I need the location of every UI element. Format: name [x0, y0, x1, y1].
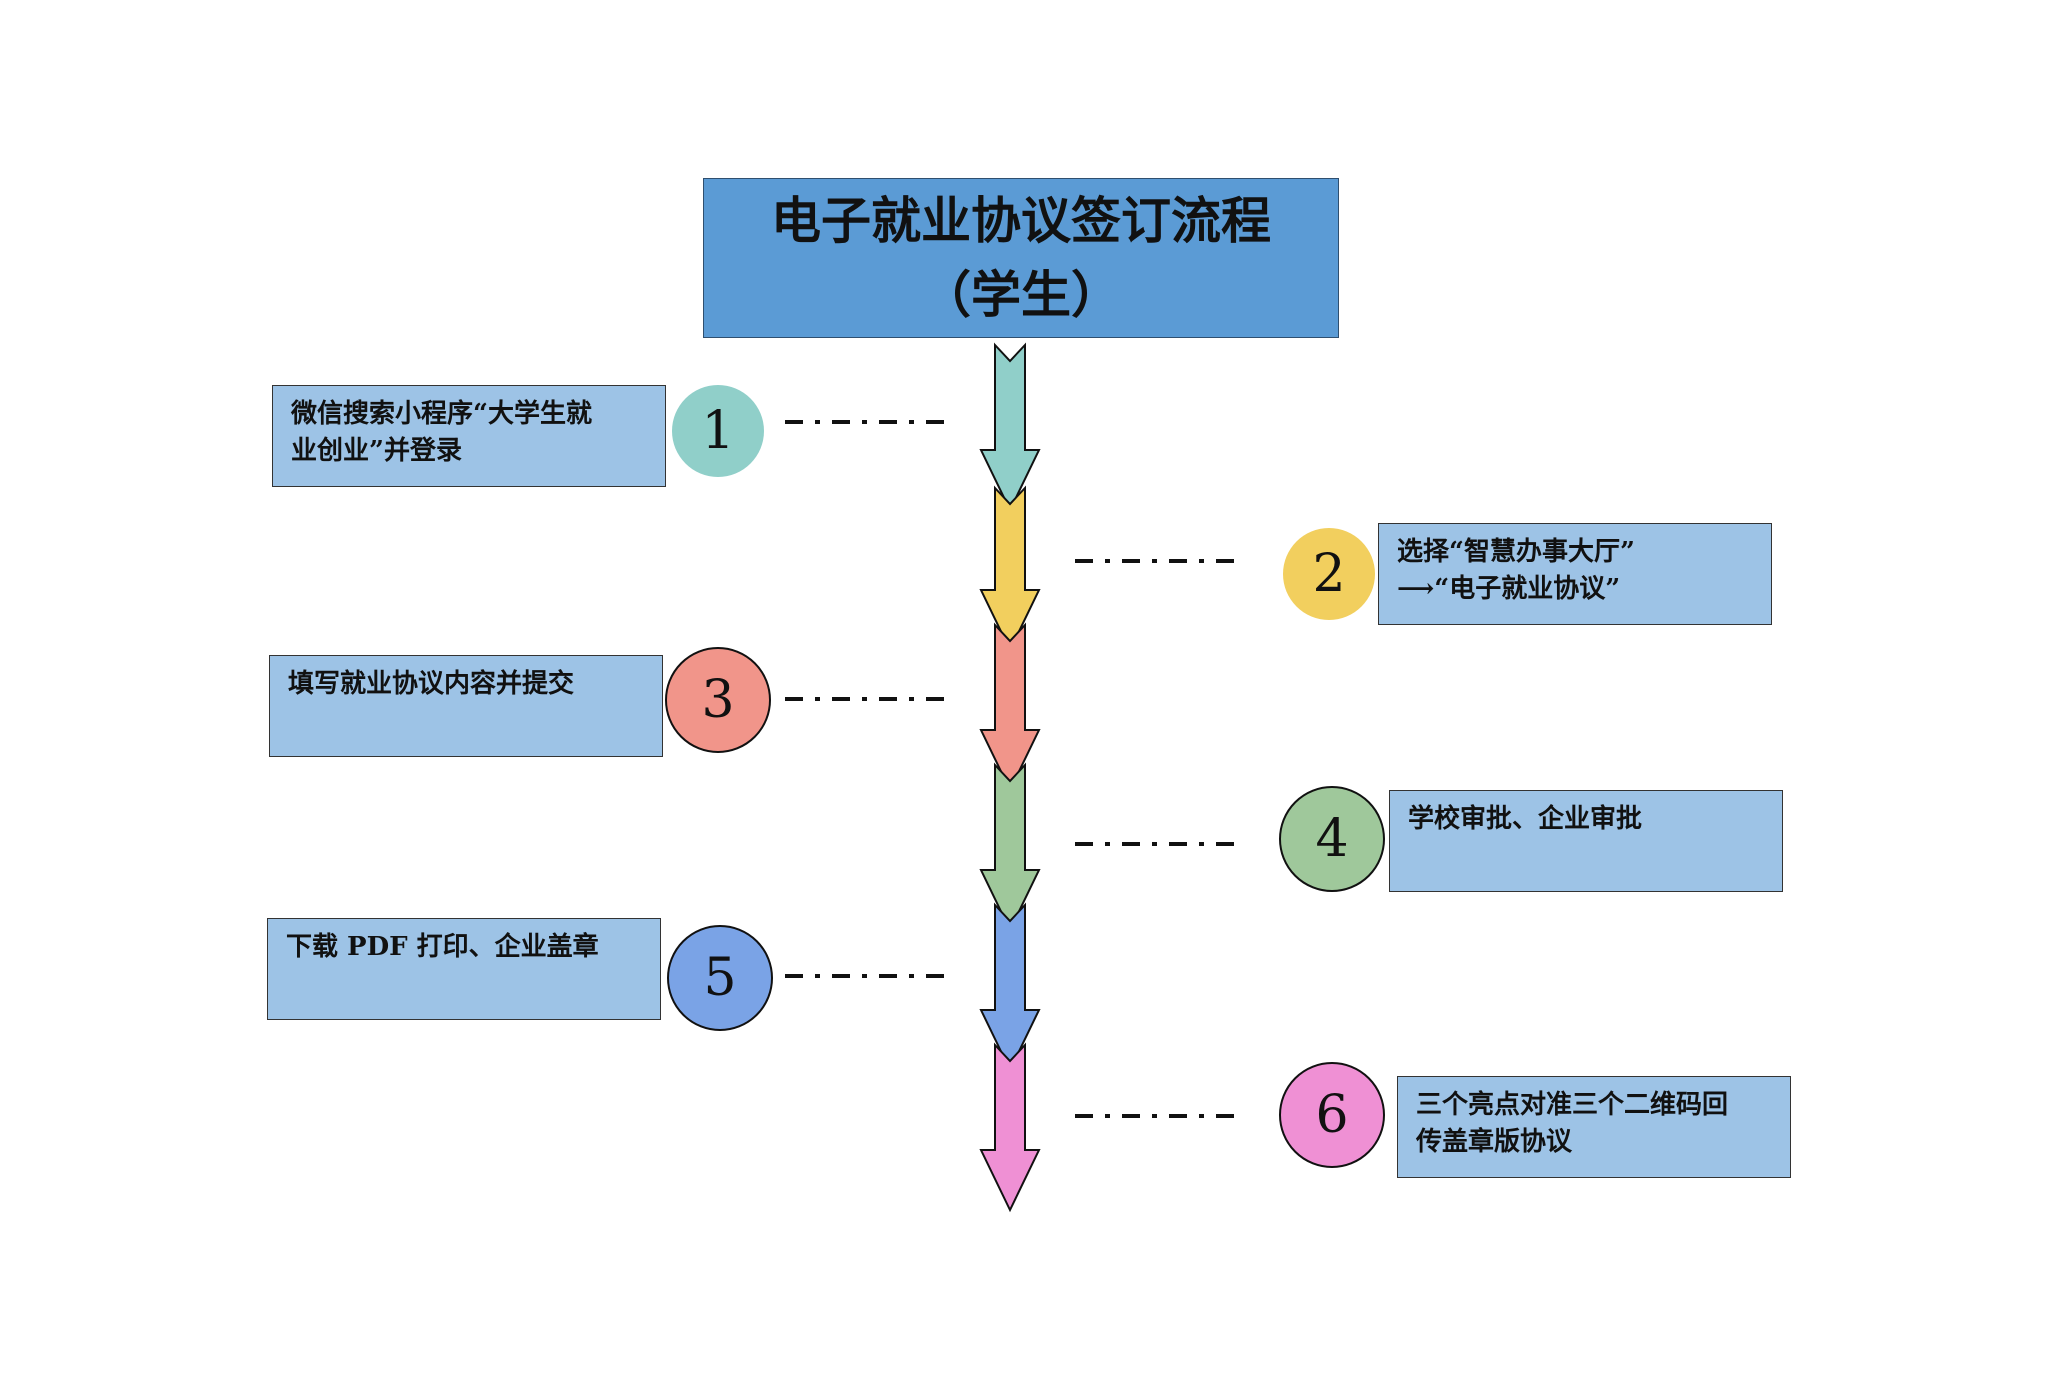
step-2-circle: 2: [1283, 528, 1375, 620]
step-3-arrow: [979, 622, 1041, 793]
step-5-box: 下载 PDF 打印、企业盖章: [267, 918, 661, 1020]
step-2-box: 选择“智慧办事大厅” ⟶“电子就业协议”: [1378, 523, 1772, 625]
step-1-arrow: [979, 342, 1041, 513]
step-5-circle: 5: [667, 925, 773, 1031]
step-5-text-line-1: 下载 PDF 打印、企业盖章: [286, 932, 599, 962]
step-1-text-line-1: 微信搜索小程序“大学生就: [291, 399, 592, 429]
step-1-text-line-2: 业创业”并登录: [291, 436, 462, 466]
step-2-arrow: [979, 485, 1041, 653]
step-3-box: 填写就业协议内容并提交: [269, 655, 663, 757]
step-5-arrow: [979, 902, 1041, 1073]
step-6-box: 三个亮点对准三个二维码回 传盖章版协议: [1397, 1076, 1791, 1178]
step-2-text-line-1: 选择“智慧办事大厅”: [1397, 537, 1635, 567]
step-1-box: 微信搜索小程序“大学生就 业创业”并登录: [272, 385, 666, 487]
step-4-arrow: [979, 762, 1041, 933]
step-3-circle: 3: [665, 647, 771, 753]
title-line-2: （学生）: [921, 265, 1121, 324]
step-2-text-line-2: ⟶“电子就业协议”: [1397, 574, 1621, 604]
step-6-text-line-2: 传盖章版协议: [1416, 1127, 1573, 1157]
title-box: 电子就业协议签订流程 （学生）: [703, 178, 1339, 338]
step-3-text-line-1: 填写就业协议内容并提交: [288, 669, 575, 699]
step-4-text-line-1: 学校审批、企业审批: [1408, 804, 1643, 834]
title-line-1: 电子就业协议签订流程: [771, 191, 1271, 250]
step-6-arrow: [979, 1042, 1041, 1213]
step-6-text-line-1: 三个亮点对准三个二维码回: [1416, 1090, 1729, 1120]
step-4-circle: 4: [1279, 786, 1385, 892]
step-6-circle: 6: [1279, 1062, 1385, 1168]
step-4-box: 学校审批、企业审批: [1389, 790, 1783, 892]
step-1-circle: 1: [672, 385, 764, 477]
